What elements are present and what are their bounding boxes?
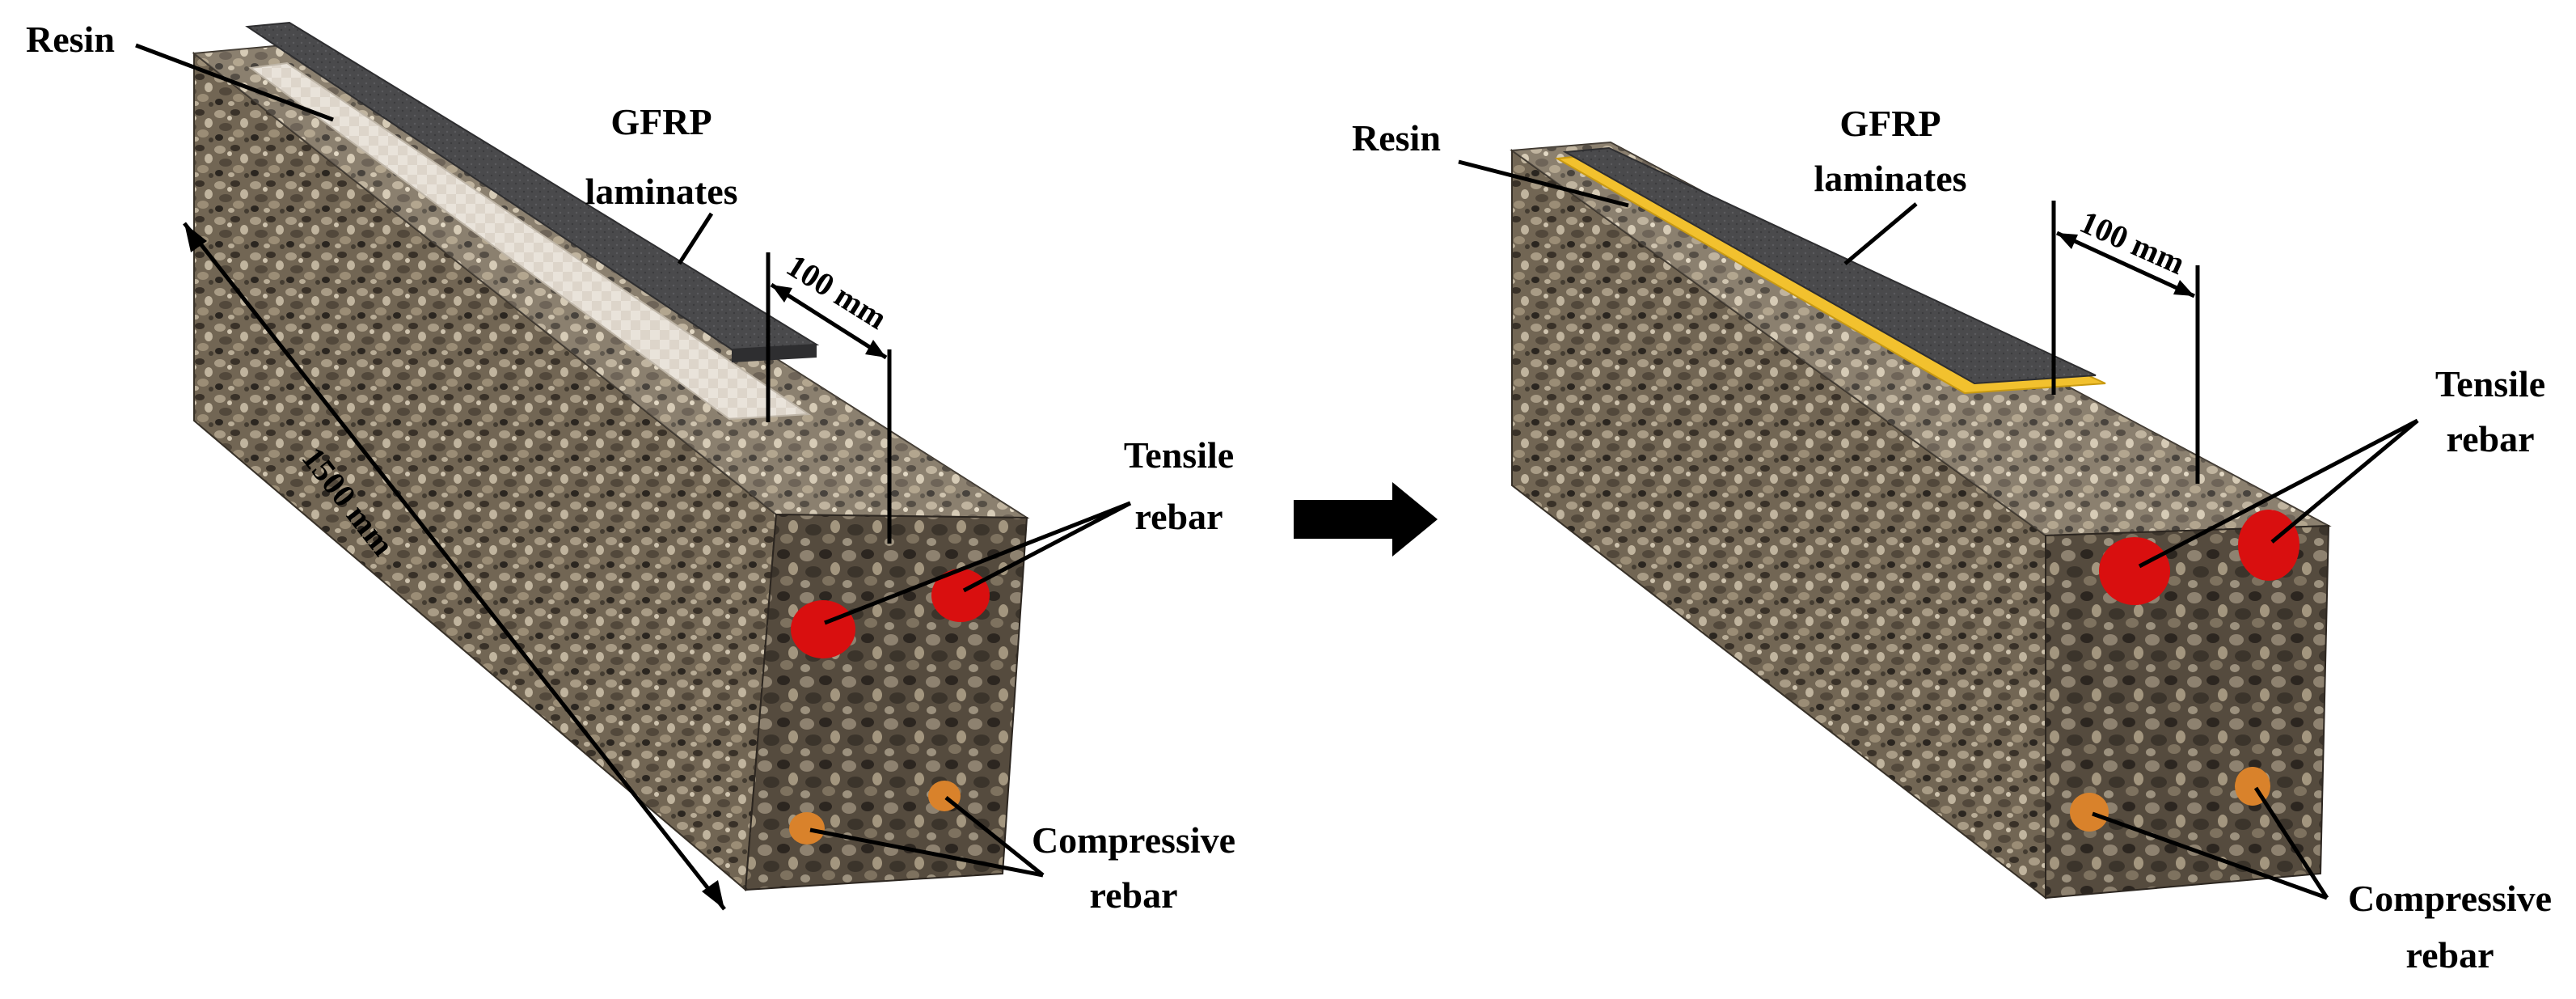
- right-tensile-rebar-1: [2099, 537, 2170, 605]
- right-compressive-leader-1: [2092, 811, 2328, 900]
- right-offset-arrowhead-2: [2173, 280, 2194, 296]
- left-compressive-leader-2: [944, 796, 1045, 877]
- left-resin-label: Resin: [26, 19, 115, 60]
- left-compressive-label-line2: rebar: [1089, 874, 1177, 916]
- right-offset-arrowhead-1: [2057, 233, 2078, 249]
- left-beam-end-face: [744, 513, 1028, 891]
- right-compressive-label-line2: rebar: [2405, 934, 2494, 976]
- right-compressive-rebar-1: [2070, 793, 2109, 832]
- left-gfrp-label-line1: GFRP: [610, 101, 712, 142]
- right-compressive-leader-2: [2253, 786, 2329, 900]
- right-annotations: Resin GFRP laminates 100 mm Tensile reba…: [1352, 103, 2552, 976]
- left-offset-dim-line: [770, 282, 888, 360]
- right-gfrp-label-line2: laminates: [1814, 158, 1966, 199]
- left-tensile-leader-2: [962, 501, 1132, 593]
- right-tensile-rebar-2: [2238, 510, 2299, 581]
- left-tensile-label-line2: rebar: [1134, 496, 1223, 537]
- left-gfrp-leader: [677, 212, 714, 265]
- right-tensile-leader-1: [2138, 418, 2419, 569]
- right-beam: [1510, 141, 2332, 900]
- left-length-arrowhead-1: [184, 223, 207, 252]
- right-tensile-leader-2: [2270, 419, 2419, 544]
- left-tensile-rebar-1: [791, 600, 855, 658]
- left-beam: [192, 21, 1030, 892]
- left-tensile-label-line1: Tensile: [1124, 434, 1234, 476]
- left-compressive-label-line1: Compressive: [1032, 819, 1235, 861]
- right-tensile-label-line1: Tensile: [2435, 363, 2545, 404]
- left-gfrp-label-line2: laminates: [585, 171, 737, 212]
- right-arrow-icon: [1294, 482, 1438, 557]
- right-resin-label: Resin: [1352, 117, 1441, 159]
- right-gfrp-leader: [1843, 202, 1918, 265]
- left-offset-label: 100 mm: [780, 247, 893, 337]
- left-length-dim-line: [183, 222, 726, 911]
- right-beam-end-face: [2045, 524, 2330, 900]
- right-gfrp-label-line1: GFRP: [1839, 103, 1940, 144]
- left-resin-leader: [135, 43, 334, 122]
- left-length-arrowhead-2: [702, 880, 724, 909]
- right-compressive-label-line1: Compressive: [2348, 878, 2552, 919]
- right-gfrp-laminate: [1562, 146, 2097, 385]
- left-offset-arrowhead-2: [865, 340, 886, 358]
- left-resin-layer: [248, 61, 812, 421]
- right-offset-dim-line: [2055, 231, 2196, 298]
- left-compressive-rebar-1: [789, 812, 825, 844]
- left-tensile-leader-1: [824, 501, 1131, 625]
- left-compressive-leader-1: [809, 828, 1044, 878]
- right-tensile-label-line2: rebar: [2446, 418, 2534, 459]
- right-resin-leader: [1458, 159, 1629, 208]
- left-offset-arrowhead-1: [771, 285, 792, 303]
- left-tensile-rebar-2: [931, 569, 990, 622]
